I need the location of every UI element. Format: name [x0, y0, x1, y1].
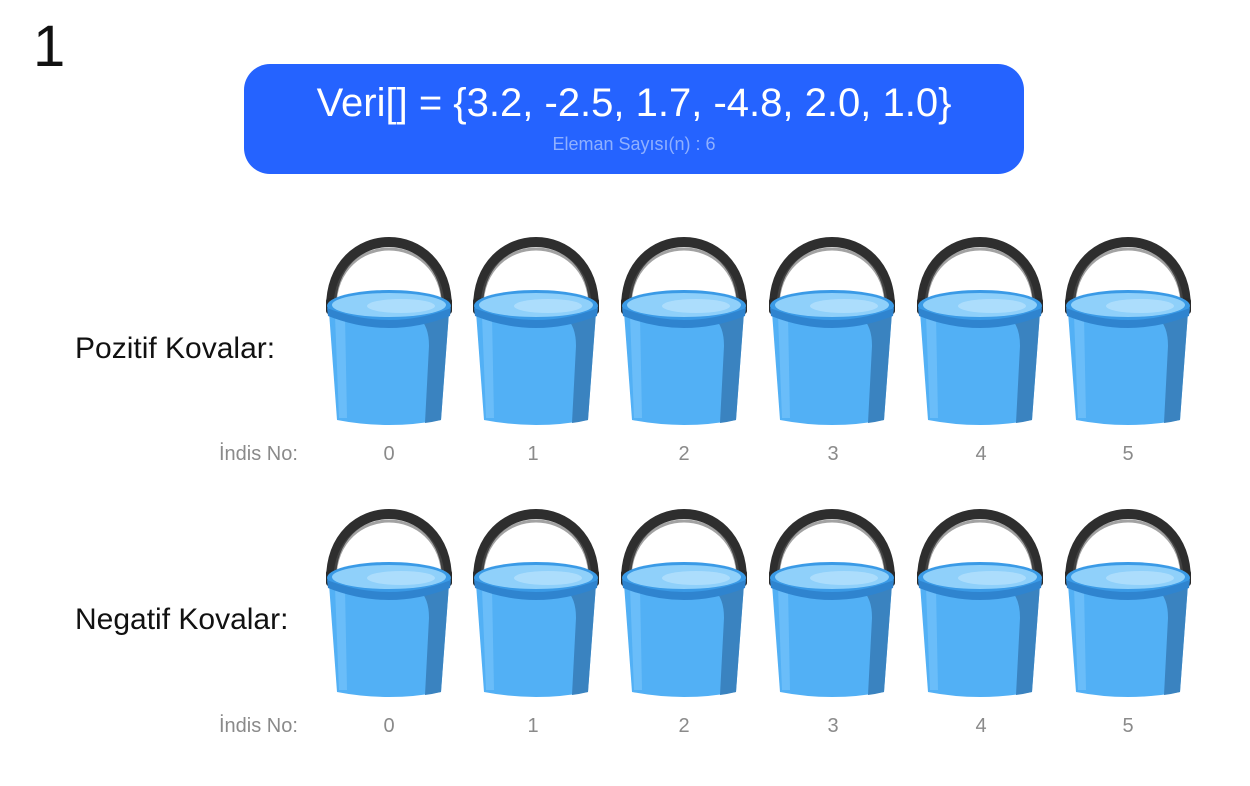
positive-index-3: 3 — [827, 443, 839, 465]
array-expression: Veri[] = {3.2, -2.5, 1.7, -4.8, 2.0, 1.0… — [316, 81, 952, 125]
positive-index-5: 5 — [1122, 443, 1134, 465]
positive-index-label: İndis No: — [219, 443, 298, 465]
positive-index-0: 0 — [383, 443, 395, 465]
negative-index-4: 4 — [975, 715, 987, 737]
bucket-icon — [768, 236, 896, 428]
negative-index-5: 5 — [1122, 715, 1134, 737]
positive-index-2: 2 — [678, 443, 690, 465]
bucket-icon — [1064, 236, 1192, 428]
bucket-icon — [325, 236, 453, 428]
bucket-icon — [1064, 508, 1192, 700]
negative-index-label: İndis No: — [219, 715, 298, 737]
bucket-icon — [325, 508, 453, 700]
negative-index-1: 1 — [527, 715, 539, 737]
positive-index-4: 4 — [975, 443, 987, 465]
bucket-icon — [916, 508, 1044, 700]
positive-buckets-label: Pozitif Kovalar: — [75, 332, 276, 365]
negative-buckets-label: Negatif Kovalar: — [75, 603, 289, 636]
bucket-icon — [768, 508, 896, 700]
bucket-icon — [620, 236, 748, 428]
data-array-banner: Veri[] = {3.2, -2.5, 1.7, -4.8, 2.0, 1.0… — [244, 64, 1024, 174]
bucket-icon — [916, 236, 1044, 428]
bucket-icon — [620, 508, 748, 700]
positive-index-1: 1 — [527, 443, 539, 465]
negative-index-3: 3 — [827, 715, 839, 737]
step-number: 1 — [33, 14, 66, 79]
negative-index-2: 2 — [678, 715, 690, 737]
bucket-icon — [472, 508, 600, 700]
element-count: Eleman Sayısı(n) : 6 — [552, 134, 716, 154]
negative-index-0: 0 — [383, 715, 395, 737]
bucket-icon — [472, 236, 600, 428]
